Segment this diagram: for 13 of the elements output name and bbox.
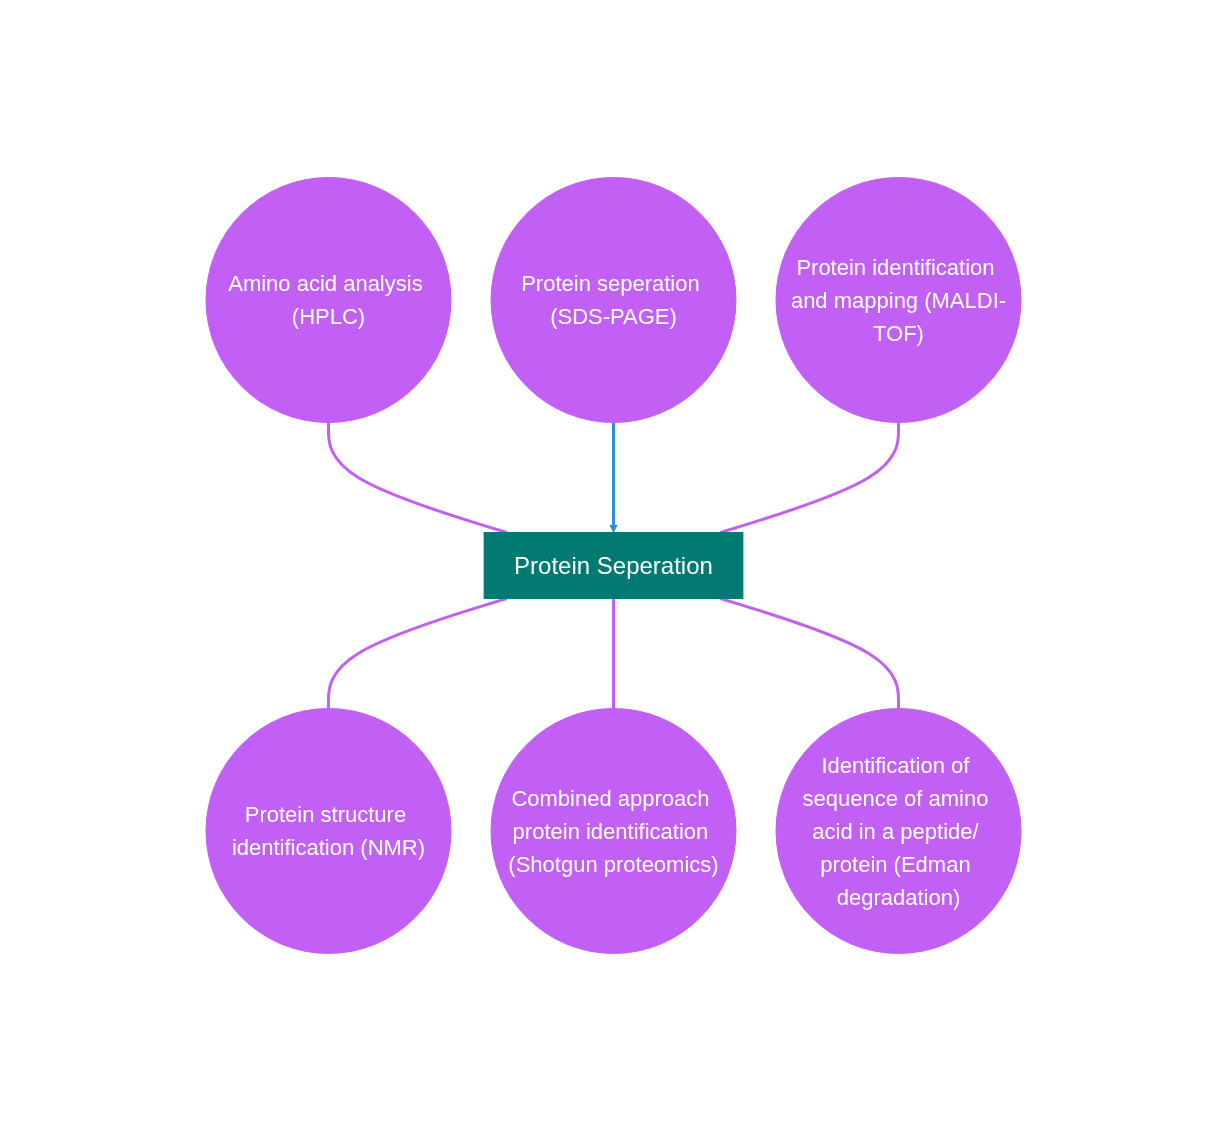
arrow	[608, 422, 618, 533]
node-circle: Amino acid analysis (HPLC)	[205, 177, 451, 423]
node-circle: Protein seperation (SDS-PAGE)	[490, 177, 736, 423]
node-box: Protein Seperation	[483, 532, 743, 599]
node-circle: Protein structure identification (NMR)	[205, 708, 451, 954]
connector	[326, 597, 507, 709]
connector	[719, 597, 900, 709]
connector	[326, 422, 507, 534]
connector	[611, 598, 615, 709]
node-circle: Protein identification and mapping (MALDI-TOF)	[775, 177, 1021, 423]
connector	[719, 422, 900, 534]
node-circle: Identification of sequence of amino acid in a peptide/ protein (Edman degradation)	[775, 708, 1021, 954]
node-circle: Combined approach protein identification (Shotgun proteomics)	[490, 708, 736, 954]
